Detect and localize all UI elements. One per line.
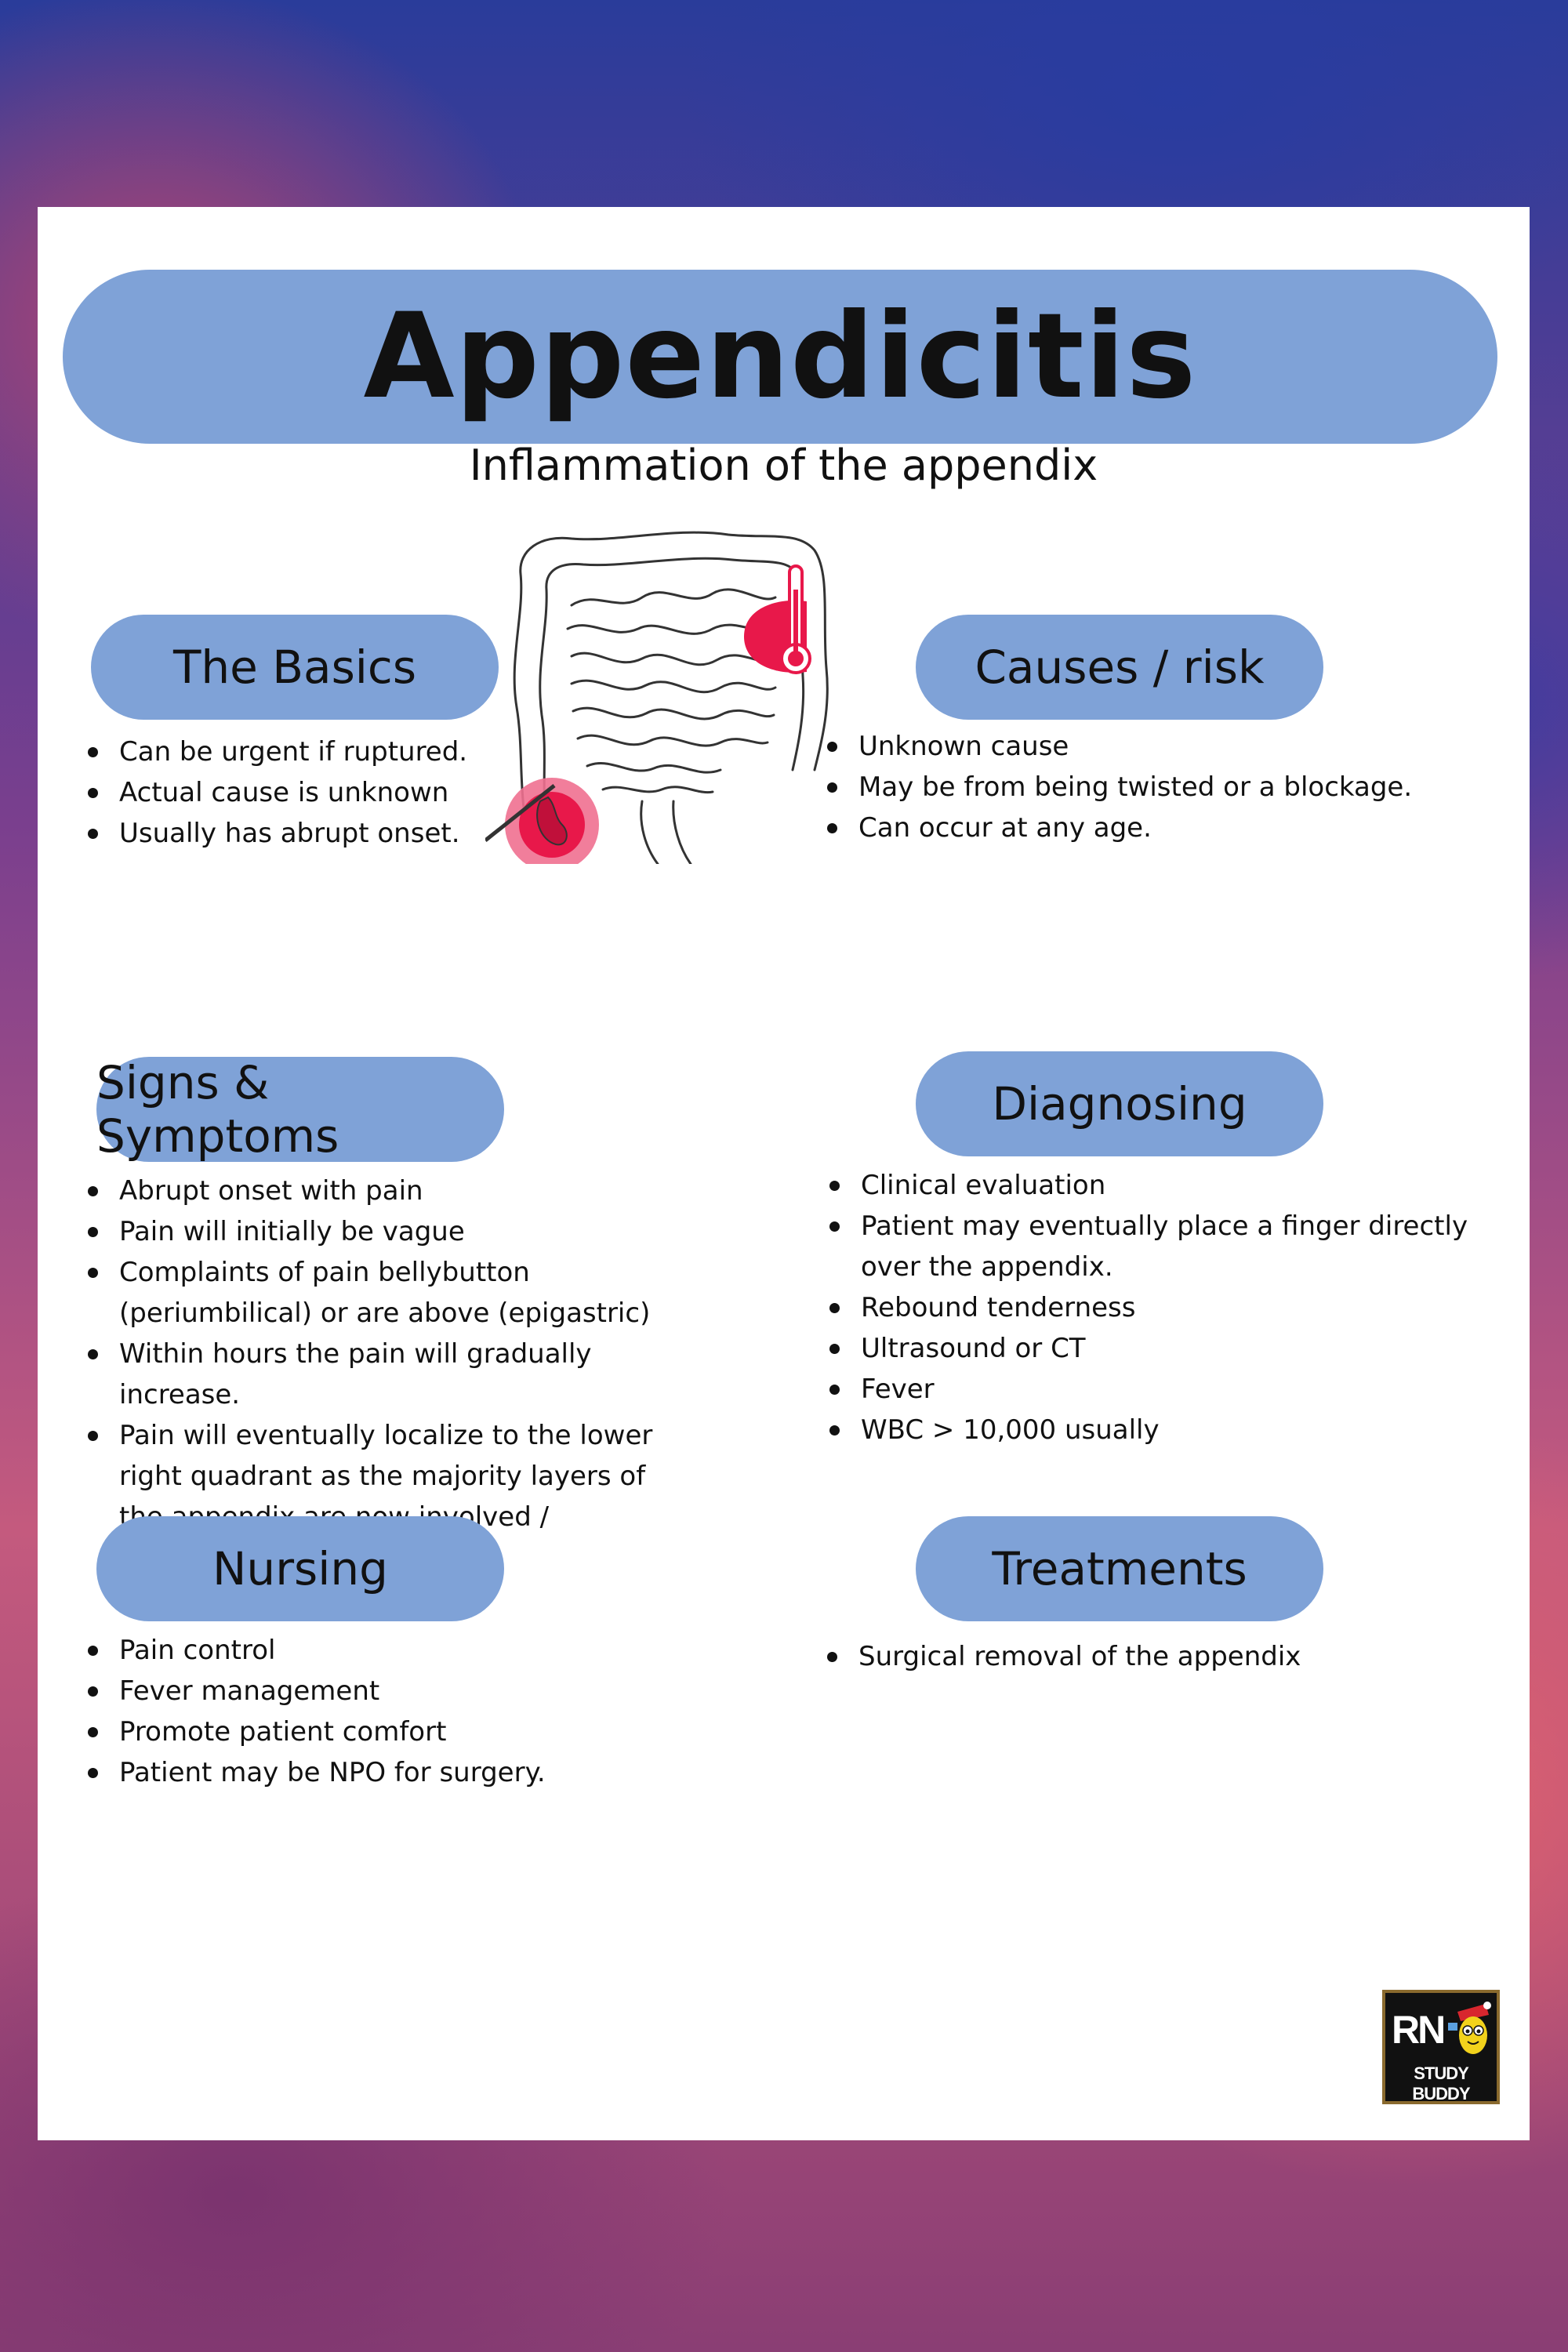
page-title: Appendicitis <box>363 289 1197 425</box>
list-item: Surgical removal of the appendix <box>827 1636 1517 1677</box>
logo-subtitle: STUDY BUDDY <box>1412 2063 1470 2103</box>
list-item: Pain control <box>88 1630 668 1671</box>
nursing-heading: Nursing <box>96 1516 504 1621</box>
list-item: Unknown cause <box>827 726 1525 767</box>
diagnosing-list: Clinical evaluation Patient may eventual… <box>826 1165 1519 1450</box>
intestine-illustration-icon <box>485 531 829 864</box>
list-item: Promote patient comfort <box>88 1711 668 1752</box>
basics-list: Can be urgent if ruptured. Actual cause … <box>85 731 527 854</box>
list-item: Can occur at any age. <box>827 808 1525 848</box>
causes-heading: Causes / risk <box>916 615 1323 720</box>
treatments-heading-label: Treatments <box>992 1542 1247 1595</box>
list-item: Patient may be NPO for surgery. <box>88 1752 668 1793</box>
list-item: Can be urgent if ruptured. <box>88 731 527 772</box>
signs-heading: Signs & Symptoms <box>96 1056 504 1163</box>
list-item: Ultrasound or CT <box>829 1328 1519 1369</box>
list-item: Usually has abrupt onset. <box>88 813 527 854</box>
treatments-heading: Treatments <box>916 1516 1323 1621</box>
nursing-list: Pain control Fever management Promote pa… <box>85 1630 668 1793</box>
treatments-list: Surgical removal of the appendix <box>824 1636 1517 1677</box>
list-item: Fever management <box>88 1671 668 1711</box>
basics-heading-label: The Basics <box>172 641 417 694</box>
causes-heading-label: Causes / risk <box>975 641 1265 694</box>
list-item: Complaints of pain bellybutton (periumbi… <box>88 1252 668 1334</box>
list-item: May be from being twisted or a blockage. <box>827 767 1525 808</box>
list-item: Within hours the pain will gradually inc… <box>88 1334 668 1415</box>
diagnosing-heading: Diagnosing <box>916 1051 1323 1156</box>
title-banner: Appendicitis <box>63 270 1497 444</box>
list-item: Pain will initially be vague <box>88 1211 668 1252</box>
diagnosing-heading-label: Diagnosing <box>992 1077 1247 1131</box>
list-item: Clinical evaluation <box>829 1165 1519 1206</box>
list-item: Fever <box>829 1369 1519 1410</box>
thermometer-icon <box>780 564 811 674</box>
list-item: Patient may eventually place a finger di… <box>829 1206 1519 1287</box>
causes-list: Unknown cause May be from being twisted … <box>824 726 1525 848</box>
signs-heading-label: Signs & Symptoms <box>96 1056 339 1163</box>
list-item: Abrupt onset with pain <box>88 1171 668 1211</box>
list-item: Rebound tenderness <box>829 1287 1519 1328</box>
list-item: WBC > 10,000 usually <box>829 1410 1519 1450</box>
infographic-card: Appendicitis Inflammation of the appendi… <box>38 207 1530 2140</box>
rn-study-buddy-logo: RN STUDY BUDDY <box>1382 1990 1500 2104</box>
list-item: Actual cause is unknown <box>88 772 527 813</box>
mascot-icon <box>1448 2002 1491 2054</box>
page-subtitle: Inflammation of the appendix <box>469 441 1098 490</box>
logo-text: RN <box>1392 2008 1446 2052</box>
basics-heading: The Basics <box>91 615 499 720</box>
nursing-heading-label: Nursing <box>212 1542 388 1595</box>
